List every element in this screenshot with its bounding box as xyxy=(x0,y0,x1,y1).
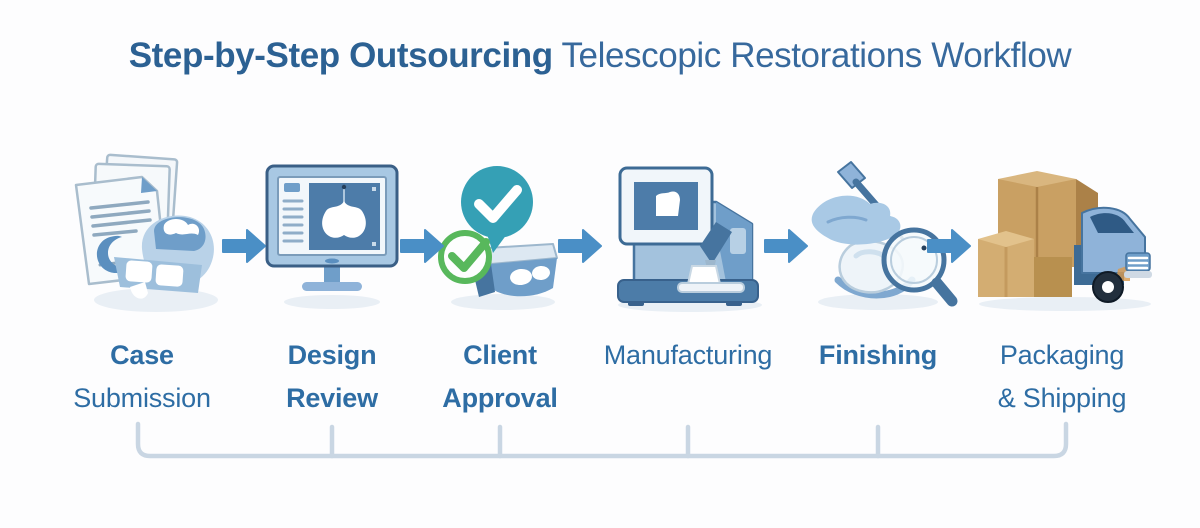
step-label-line: Packaging xyxy=(999,340,1125,370)
approval-checkmarks-icon xyxy=(438,166,558,310)
step-label: Client Approval xyxy=(370,334,630,420)
step-design-review: Design Review xyxy=(232,150,432,430)
boxes-delivery-truck-icon xyxy=(977,171,1152,311)
step-label-line: Submission xyxy=(73,383,211,413)
step-manufacturing: Manufacturing xyxy=(588,150,788,430)
step-label-line: Manufacturing xyxy=(603,340,773,370)
page-title-emphasis: Step-by-Step Outsourcing xyxy=(128,36,553,75)
step-label: Finishing xyxy=(748,334,1008,377)
arrow-right-icon xyxy=(399,227,445,265)
step-label: Manufacturing xyxy=(558,334,818,377)
step-label: Packaging & Shipping xyxy=(932,334,1192,420)
step-label: Design Review xyxy=(202,334,462,420)
step-case-submission: Case Submission xyxy=(42,150,242,430)
step-label: Case Submission xyxy=(12,334,272,420)
arrow-right-icon xyxy=(221,227,267,265)
step-packaging-shipping: Packaging & Shipping xyxy=(962,150,1162,430)
step-label-line: Case xyxy=(110,340,174,370)
step-label-line: Finishing xyxy=(818,340,938,370)
page-title-rest: Telescopic Restorations Workflow xyxy=(561,36,1072,75)
step-label-line: Approval xyxy=(442,383,558,413)
step-label-line: Client xyxy=(463,340,537,370)
documents-dental-impression-icon xyxy=(74,153,218,312)
step-label-line: & Shipping xyxy=(997,383,1127,413)
arrow-right-icon xyxy=(926,227,972,265)
step-label-line: Design xyxy=(287,340,377,370)
cad-monitor-icon xyxy=(265,164,399,309)
arrow-right-icon xyxy=(763,227,809,265)
step-label-line: Review xyxy=(286,383,378,413)
step-client-approval: Client Approval xyxy=(400,150,600,430)
milling-machine-icon xyxy=(617,166,762,312)
arrow-right-icon xyxy=(557,227,603,265)
page-title: Step-by-Step Outsourcing Telescopic Rest… xyxy=(0,34,1200,78)
